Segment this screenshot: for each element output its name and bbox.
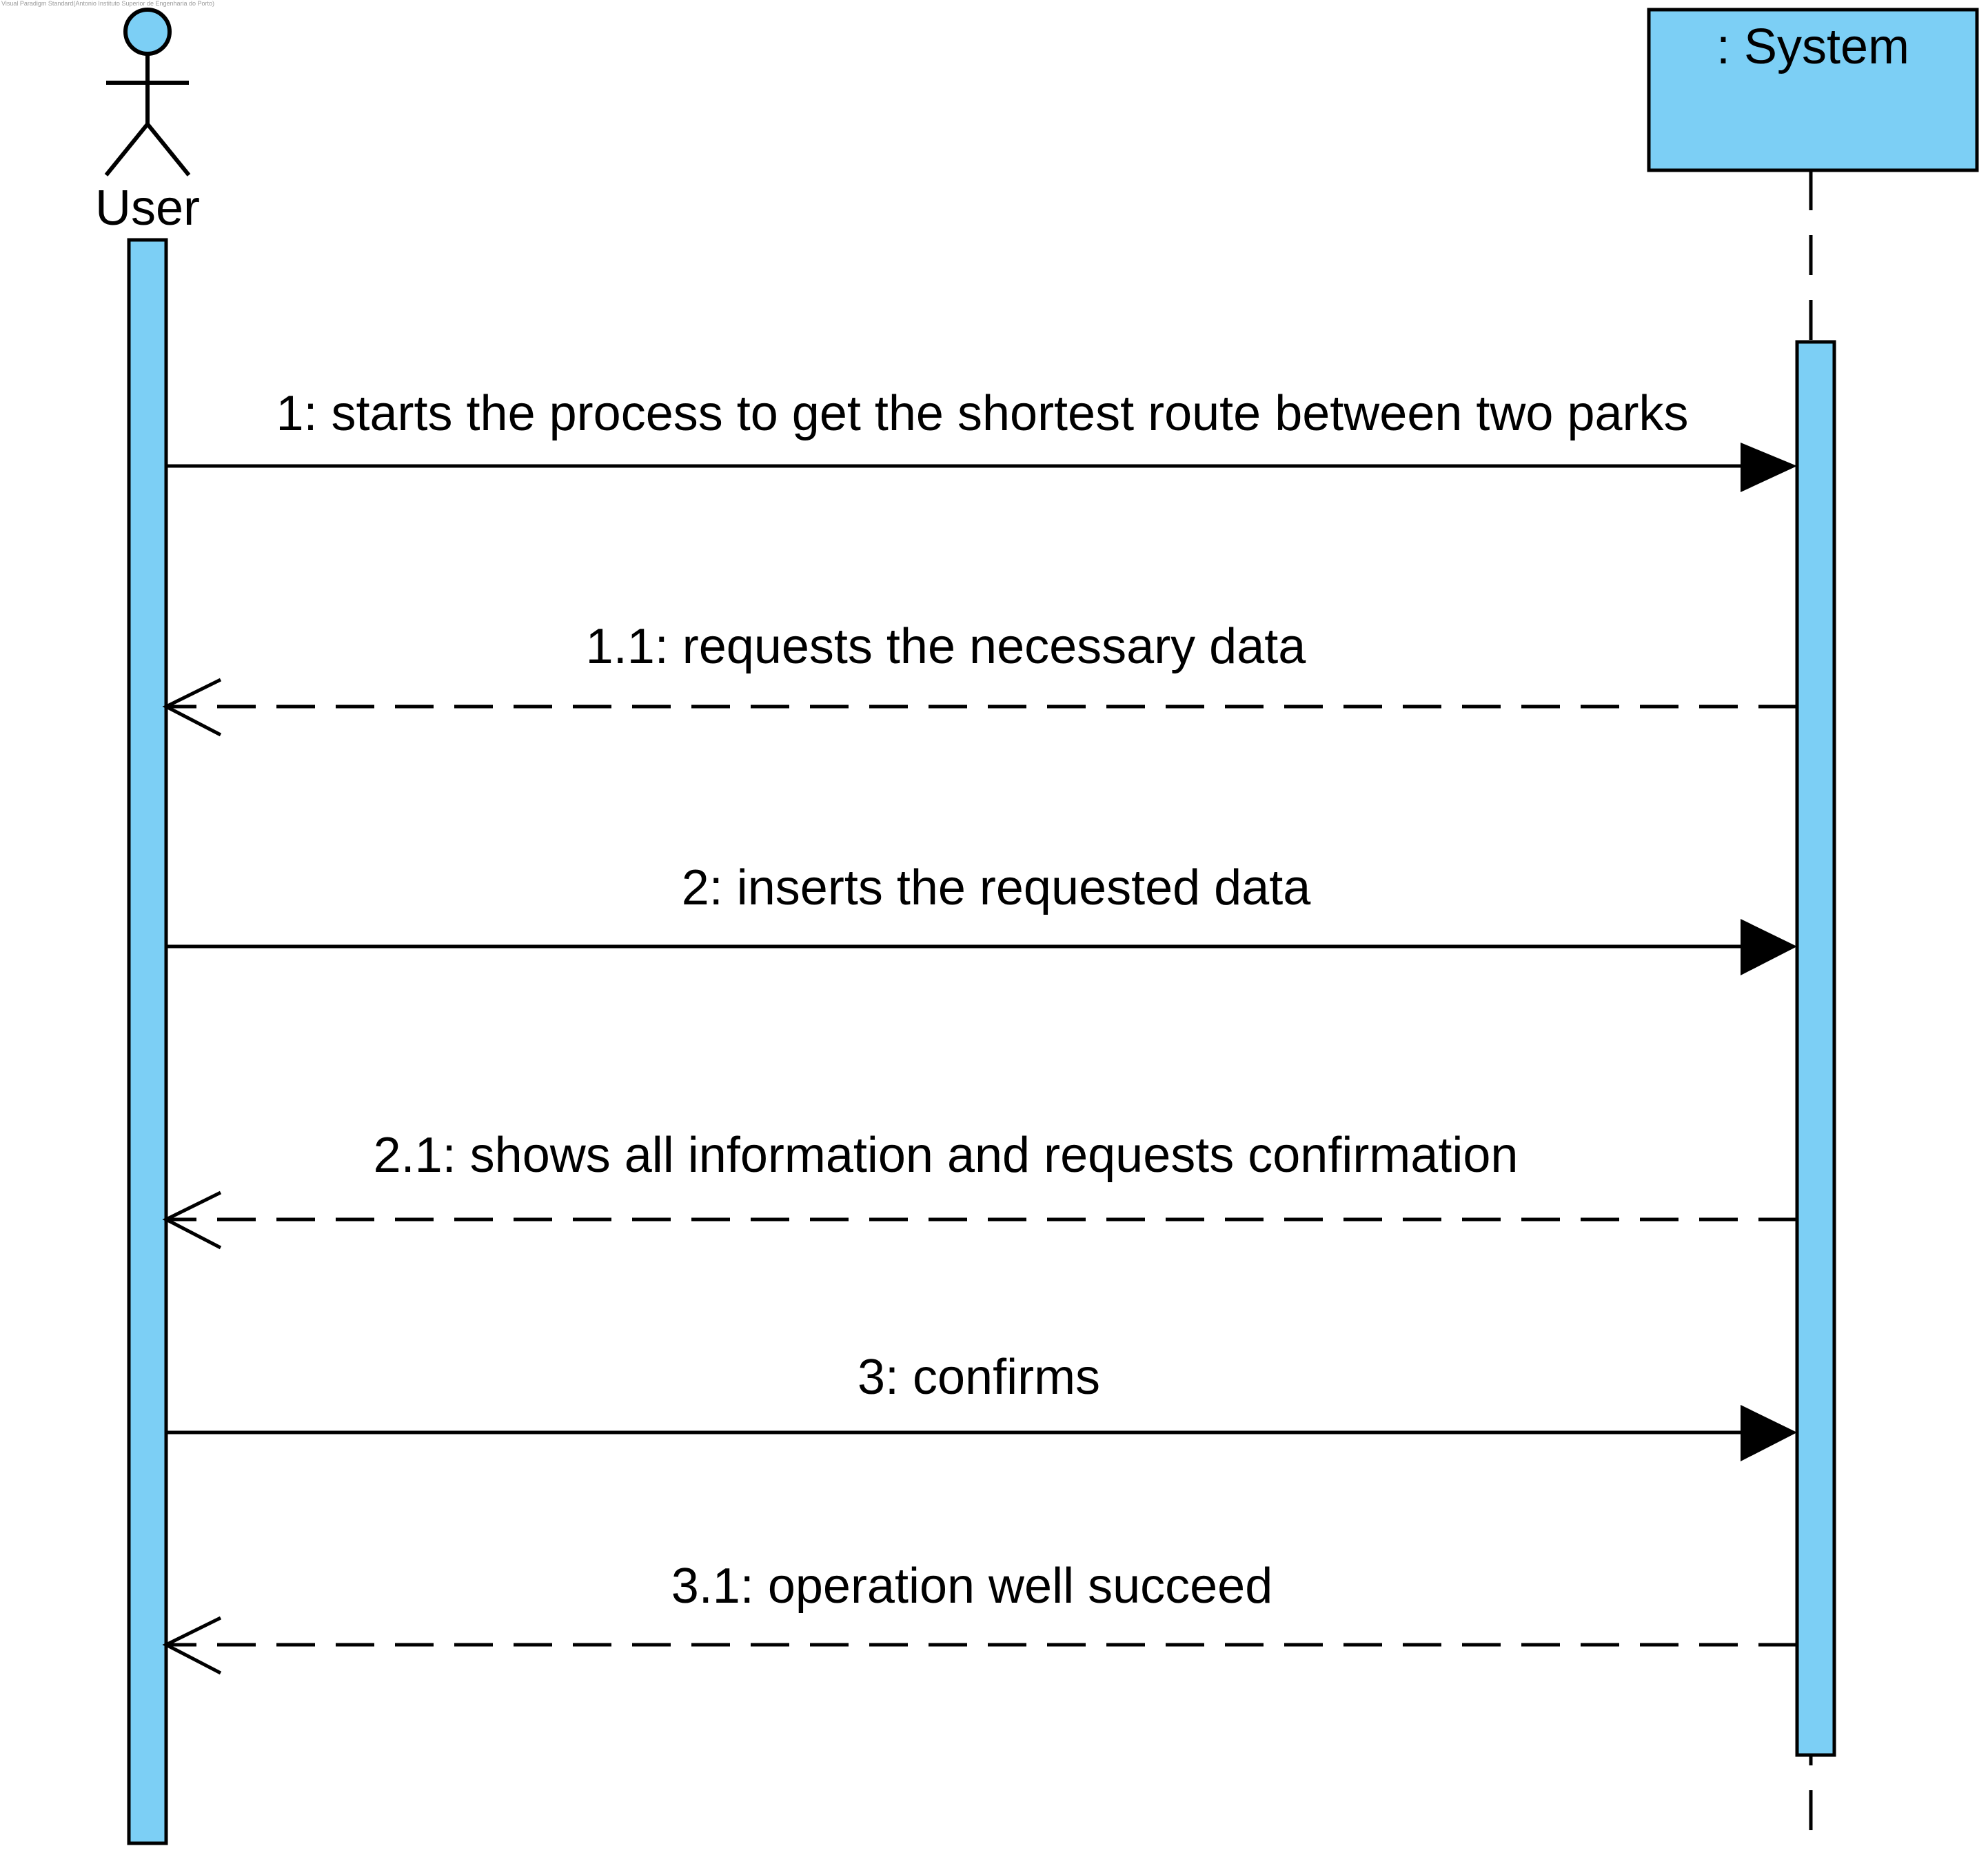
user-activation-bar [127, 238, 168, 1845]
actor-user[interactable]: User [95, 8, 200, 236]
actor-label: User [95, 181, 200, 236]
open-arrowhead-icon [162, 1190, 222, 1250]
message-2[interactable]: 2: inserts the requested data [166, 860, 1797, 975]
message-label: 1: starts the process to get the shortes… [276, 386, 1688, 441]
actor-head [123, 8, 172, 56]
system-object-label: : System [1716, 19, 1909, 74]
watermark-text: Visual Paradigm Standard(Antonio Institu… [1, 0, 214, 7]
message-2-1[interactable]: 2.1: shows all information and requests … [162, 1128, 1797, 1250]
system-object-box[interactable] [1647, 8, 1979, 172]
message-3[interactable]: 3: confirms [166, 1350, 1797, 1461]
message-label: 1.1: requests the necessary data [586, 619, 1307, 674]
message-3-1[interactable]: 3.1: operation well succeed [162, 1559, 1797, 1675]
filled-arrowhead-icon [1741, 443, 1797, 492]
message-label: 3.1: operation well succeed [671, 1559, 1273, 1614]
message-label: 2: inserts the requested data [682, 860, 1312, 915]
stick-figure-icon [104, 8, 191, 176]
actor-left-leg [104, 123, 150, 176]
message-1-1[interactable]: 1.1: requests the necessary data [162, 619, 1797, 737]
filled-arrowhead-icon [1741, 919, 1797, 975]
filled-arrowhead-icon [1741, 1405, 1797, 1461]
actor-right-leg [145, 123, 191, 176]
message-label: 3: confirms [858, 1350, 1100, 1405]
open-arrowhead-icon [162, 678, 222, 737]
system-activation-bar [1795, 340, 1836, 1757]
open-arrowhead-icon [162, 1616, 222, 1675]
message-1[interactable]: 1: starts the process to get the shortes… [166, 386, 1797, 492]
message-label: 2.1: shows all information and requests … [374, 1128, 1519, 1183]
